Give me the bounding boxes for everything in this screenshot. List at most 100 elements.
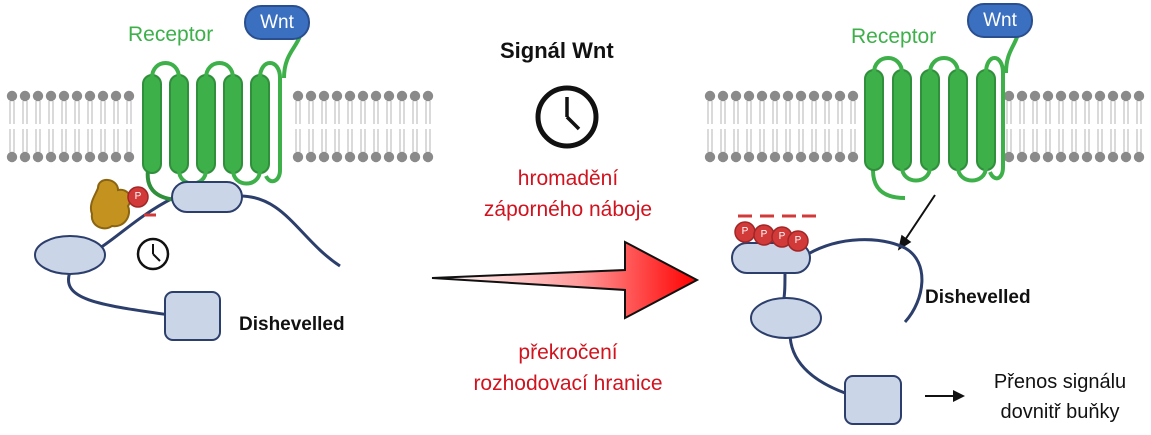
phospho-label-right-4: P	[794, 235, 802, 246]
lipid-head	[717, 90, 729, 102]
charge-text-line2: záporného náboje	[483, 198, 653, 221]
phospho-label-left: P	[134, 191, 142, 202]
lipid-head	[769, 151, 781, 163]
lipid-head	[821, 151, 833, 163]
lipid-head	[1107, 151, 1119, 163]
lipid-head	[847, 90, 859, 102]
receptor-left	[142, 74, 270, 174]
receptor-tail-right	[871, 169, 906, 200]
lipid-head	[344, 90, 356, 102]
receptor-right	[864, 69, 996, 171]
lipid-head	[1133, 90, 1145, 102]
lipid-head	[730, 90, 742, 102]
wnt-ligand-right	[967, 3, 1033, 38]
lipid-head	[808, 90, 820, 102]
lipid-head	[834, 151, 846, 163]
lipid-head	[71, 151, 83, 163]
dishevelled-dep-domain-left	[171, 181, 243, 213]
lipid-head	[704, 90, 716, 102]
dishevelled-linker-left	[67, 194, 341, 317]
lipid-head	[6, 90, 18, 102]
dishevelled-dix-domain-left	[34, 235, 106, 275]
receptor-label-right: Receptor	[851, 25, 937, 48]
lipid-head	[808, 151, 820, 163]
lipid-head	[110, 90, 122, 102]
lipid-head	[1042, 151, 1054, 163]
lipid-head	[1068, 90, 1080, 102]
lipid-head	[847, 151, 859, 163]
lipid-head	[730, 151, 742, 163]
lipid-head	[756, 90, 768, 102]
threshold-text-line2: rozhodovací hranice	[473, 372, 663, 395]
lipid-head	[1094, 90, 1106, 102]
lipid-head	[1029, 151, 1041, 163]
lipid-head	[58, 151, 70, 163]
wnt-ligand-left	[244, 5, 310, 40]
lipid-head	[795, 151, 807, 163]
lipid-head	[834, 90, 846, 102]
lipid-head	[97, 90, 109, 102]
lipid-head	[84, 151, 96, 163]
lipid-head	[795, 90, 807, 102]
lipid-head	[357, 90, 369, 102]
kinase-left	[89, 179, 132, 230]
lipid-head	[331, 151, 343, 163]
lipid-head	[19, 151, 31, 163]
lipid-head	[71, 90, 83, 102]
lipid-head	[383, 90, 395, 102]
charge-text-line1: hromadění	[517, 167, 619, 190]
lipid-head	[32, 90, 44, 102]
lipid-head	[1042, 90, 1054, 102]
phospho-label-right-3: P	[778, 231, 786, 242]
receptor-loops-right	[872, 33, 1020, 183]
lipid-head	[821, 90, 833, 102]
dishevelled-pdz-domain-right	[844, 375, 902, 425]
clock-icon	[535, 85, 599, 149]
lipid-head	[1094, 151, 1106, 163]
lipid-head	[396, 151, 408, 163]
lipid-head	[318, 151, 330, 163]
lipid-head	[756, 151, 768, 163]
dishevelled-dix-domain-right	[750, 297, 822, 339]
lipid-head	[58, 90, 70, 102]
lipid-head	[45, 90, 57, 102]
lipid-head	[123, 90, 135, 102]
threshold-text-line1: překročení	[518, 341, 618, 364]
lipid-head	[1120, 151, 1132, 163]
lipid-head	[422, 151, 434, 163]
lipid-head	[1120, 90, 1132, 102]
lipid-head	[782, 90, 794, 102]
lipid-head	[409, 151, 421, 163]
lipid-head	[1016, 90, 1028, 102]
output-text-line1: Přenos signálu	[993, 371, 1127, 393]
lipid-head	[1016, 151, 1028, 163]
lipid-head	[331, 90, 343, 102]
lipid-head	[743, 90, 755, 102]
lipid-head	[305, 90, 317, 102]
lipid-head	[1133, 151, 1145, 163]
arrow-right-icon	[953, 390, 965, 402]
lipid-head	[1081, 90, 1093, 102]
lipid-head	[370, 90, 382, 102]
lipid-head	[110, 151, 122, 163]
lipid-head	[743, 151, 755, 163]
lipid-head	[1068, 151, 1080, 163]
activation-arrow-shaft	[902, 194, 936, 244]
lipid-head	[344, 151, 356, 163]
lipid-head	[292, 151, 304, 163]
lipid-head	[84, 90, 96, 102]
lipid-head	[32, 151, 44, 163]
lipid-head	[357, 151, 369, 163]
lipid-head	[1003, 151, 1015, 163]
lipid-head	[97, 151, 109, 163]
lipid-head	[370, 151, 382, 163]
lipid-head	[782, 151, 794, 163]
wnt-label-right: Wnt	[983, 10, 1017, 31]
lipid-head	[704, 151, 716, 163]
lipid-head	[383, 151, 395, 163]
phosphate-cluster-right	[734, 221, 809, 252]
lipid-head	[1107, 90, 1119, 102]
lipid-head	[396, 90, 408, 102]
phosphate-left	[127, 186, 149, 208]
lipid-head	[123, 151, 135, 163]
